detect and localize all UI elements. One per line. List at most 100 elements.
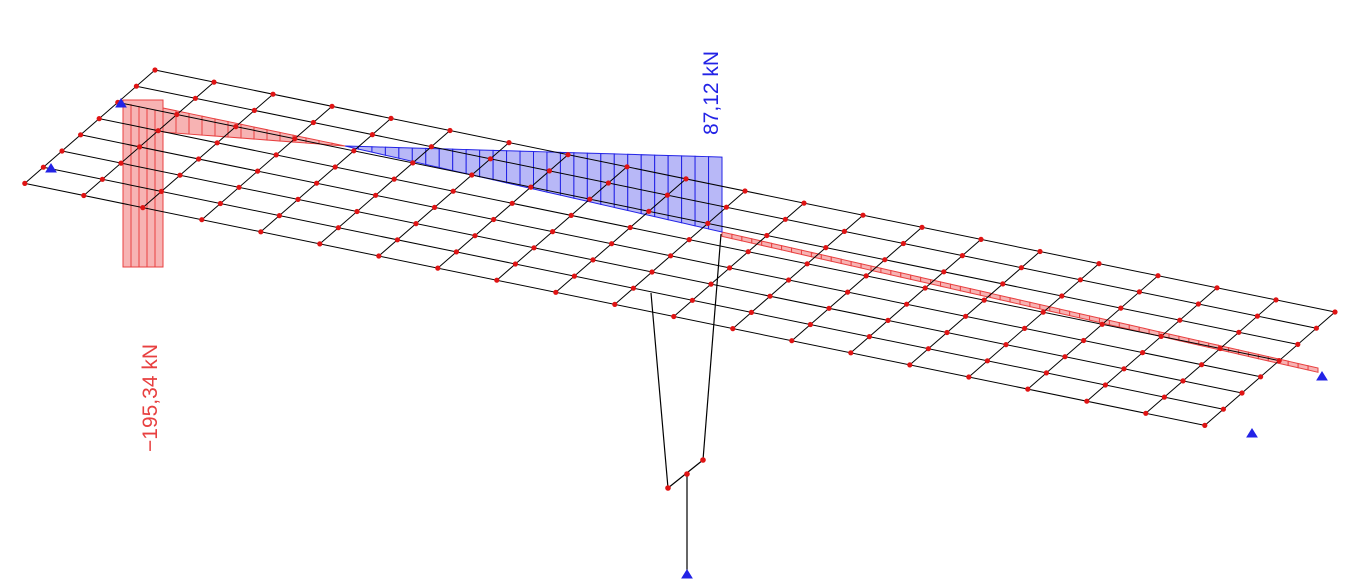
node — [192, 95, 198, 101]
node — [99, 176, 105, 182]
negative-shear-bar — [240, 123, 255, 140]
slab-grid — [24, 69, 1336, 426]
node — [804, 261, 810, 267]
node — [1161, 394, 1167, 400]
node — [565, 152, 571, 158]
node — [494, 277, 500, 283]
node — [1077, 277, 1083, 283]
node — [1000, 281, 1006, 287]
negative-shear-bar — [840, 258, 852, 267]
positive-shear-bar — [681, 155, 696, 227]
node — [447, 127, 453, 134]
negative-shear-bar — [761, 240, 773, 249]
node — [1102, 382, 1108, 388]
node — [1202, 422, 1208, 428]
node — [646, 208, 652, 214]
negative-shear-bar — [253, 126, 268, 141]
negative-shear-bar — [188, 112, 203, 136]
negative-shear-bar — [969, 288, 981, 296]
node — [587, 196, 593, 202]
node — [590, 257, 596, 263]
node — [1037, 248, 1043, 255]
negative-shear-bar — [850, 260, 862, 269]
grid-line-transverse — [437, 154, 569, 269]
node — [369, 132, 375, 138]
node — [941, 269, 947, 275]
node — [925, 346, 932, 352]
grid-line-transverse — [732, 214, 864, 329]
node — [748, 309, 755, 315]
node — [624, 164, 630, 170]
node — [984, 358, 991, 364]
node — [332, 164, 338, 170]
node — [155, 128, 161, 134]
node — [1295, 341, 1301, 347]
node — [329, 103, 335, 109]
negative-shear-bar — [1009, 297, 1021, 305]
grid-line-transverse — [83, 81, 215, 196]
node — [310, 119, 316, 126]
node — [391, 176, 397, 182]
negative-shear-bar — [890, 269, 902, 278]
node — [1003, 342, 1009, 348]
node — [845, 289, 851, 295]
node — [292, 136, 298, 142]
node — [528, 184, 534, 190]
negative-shear-bar — [949, 283, 961, 292]
positive-shear-bar — [425, 147, 440, 169]
node — [801, 200, 807, 206]
node — [671, 313, 677, 320]
column-leg-left — [650, 292, 669, 489]
negative-shear-bar — [920, 276, 932, 285]
positive-shear-bar — [371, 146, 386, 156]
node — [152, 67, 158, 73]
node — [351, 148, 357, 154]
node — [963, 313, 969, 319]
node — [665, 485, 671, 491]
node — [432, 204, 438, 210]
grid-line-transverse — [555, 178, 687, 293]
node — [270, 91, 276, 97]
node — [826, 305, 832, 311]
grid-line-transverse — [1086, 287, 1218, 402]
node — [1195, 301, 1201, 307]
grid-line-transverse — [319, 130, 451, 245]
positive-shear-bar — [357, 145, 373, 153]
positive-shear-bar — [506, 150, 521, 187]
negative-shear-bar — [1029, 301, 1041, 310]
node — [727, 265, 733, 271]
negative-shear-bar — [910, 274, 922, 283]
node — [745, 249, 751, 255]
positive-shear-bar — [708, 156, 723, 233]
node — [1022, 325, 1028, 331]
support-icon — [45, 163, 57, 173]
node — [472, 233, 478, 239]
node — [612, 301, 618, 307]
grid-line-transverse — [201, 105, 333, 221]
node — [1136, 289, 1142, 295]
node — [78, 132, 84, 138]
node — [233, 124, 239, 130]
node — [1096, 261, 1102, 267]
node — [966, 374, 972, 380]
negative-shear-bar — [940, 281, 951, 290]
node — [649, 269, 655, 275]
node — [630, 285, 637, 291]
positive-shear-bar — [533, 151, 548, 193]
node — [841, 228, 848, 234]
node — [907, 362, 913, 368]
negative-shear-bar — [959, 285, 971, 294]
node — [1140, 350, 1146, 356]
node — [668, 253, 674, 259]
node — [900, 240, 907, 247]
node — [1043, 370, 1049, 376]
node — [428, 144, 434, 150]
positive-shear-bar — [479, 149, 494, 181]
negative-shear-bar — [1307, 365, 1319, 373]
node — [1236, 329, 1242, 335]
support-icon — [115, 98, 127, 108]
node — [686, 237, 692, 243]
node — [450, 188, 456, 194]
